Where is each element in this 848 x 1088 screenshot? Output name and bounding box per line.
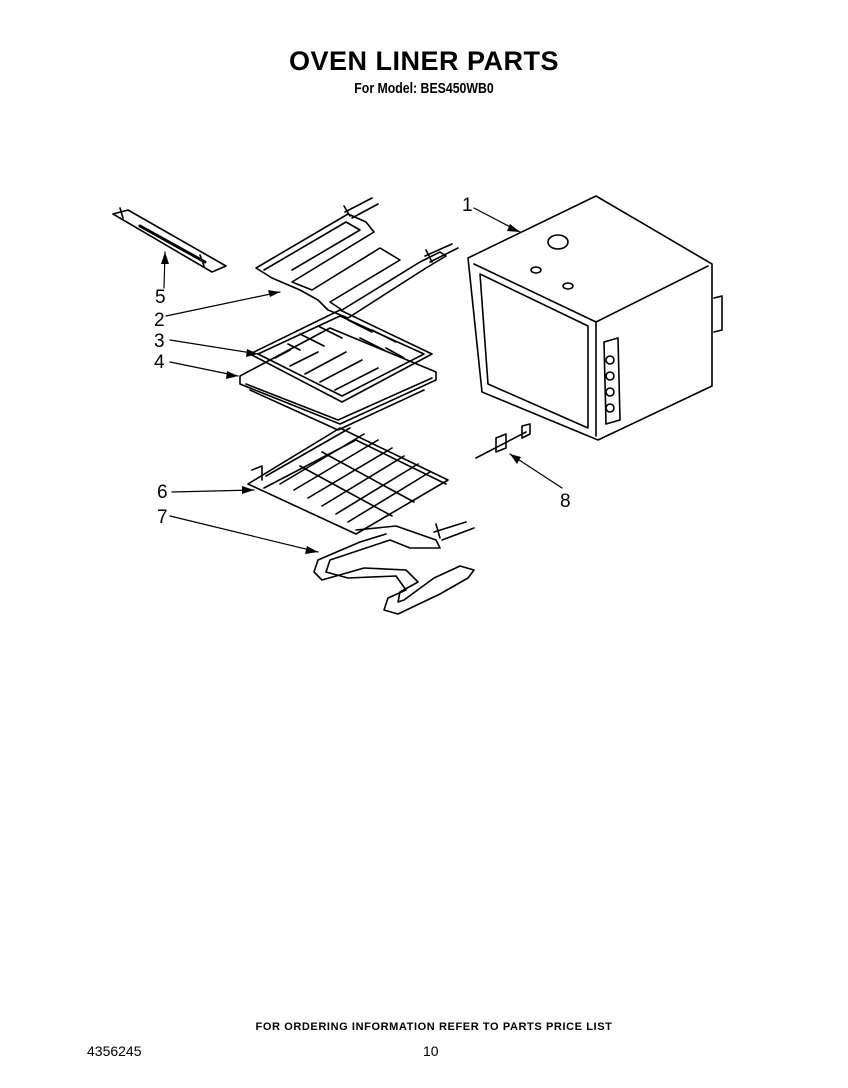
callout-5: 5 bbox=[155, 287, 166, 308]
callout-8: 8 bbox=[560, 491, 571, 512]
model-subtitle: For Model: BES450WB0 bbox=[354, 80, 494, 97]
part-broiler-pan bbox=[239, 327, 437, 431]
ordering-note: FOR ORDERING INFORMATION REFER TO PARTS … bbox=[255, 1021, 613, 1033]
part-oven-rack bbox=[247, 427, 449, 535]
callout-6: 6 bbox=[157, 482, 168, 503]
part-temperature-sensor bbox=[475, 423, 531, 459]
callout-3: 3 bbox=[154, 331, 165, 352]
part-broiler-grid bbox=[249, 309, 433, 403]
page-title: OVEN LINER PARTS bbox=[288, 46, 560, 76]
callout-7: 7 bbox=[157, 507, 168, 528]
page-number: 10 bbox=[423, 1043, 439, 1059]
leader-arrowheads bbox=[161, 224, 521, 554]
callout-2: 2 bbox=[154, 310, 165, 331]
leader-7 bbox=[169, 515, 319, 553]
leader-2 bbox=[165, 291, 281, 317]
document-number: 4356245 bbox=[87, 1043, 142, 1059]
part-vent-strip bbox=[112, 207, 227, 273]
callout-1: 1 bbox=[462, 195, 473, 216]
part-broil-element bbox=[255, 197, 459, 319]
leader-6 bbox=[171, 489, 255, 493]
callout-4: 4 bbox=[154, 352, 165, 373]
leader-3 bbox=[169, 339, 259, 355]
part-bake-element bbox=[313, 521, 475, 615]
part-oven-liner bbox=[467, 195, 723, 441]
